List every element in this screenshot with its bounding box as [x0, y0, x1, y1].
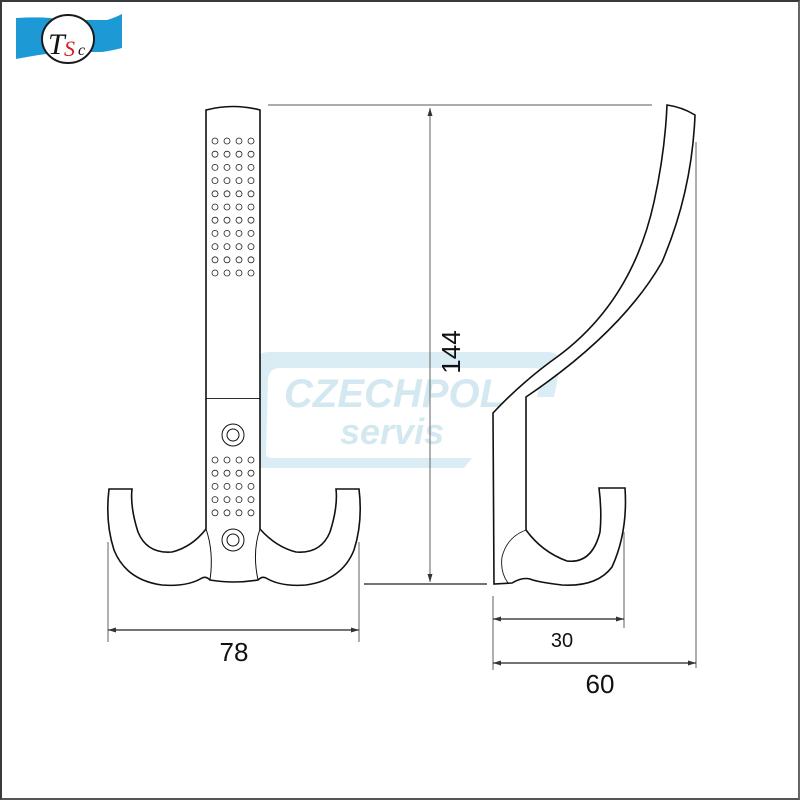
- side-base-curve: [501, 529, 527, 584]
- grip-dot: [247, 482, 255, 490]
- grip-dot: [211, 482, 219, 490]
- grip-dot: [223, 509, 231, 517]
- grip-dots-lower: [211, 456, 255, 517]
- grip-dot: [235, 216, 243, 224]
- grip-dot: [223, 150, 231, 158]
- grip-dot: [223, 496, 231, 504]
- grip-dot: [247, 203, 255, 211]
- dim-144-label: 144: [436, 330, 466, 373]
- grip-dot: [211, 496, 219, 504]
- grip-dot: [247, 509, 255, 517]
- grip-dot: [223, 243, 231, 251]
- grip-dot: [211, 150, 219, 158]
- grip-dot: [247, 216, 255, 224]
- grip-dot: [235, 150, 243, 158]
- grip-dot: [211, 269, 219, 277]
- grip-dot: [223, 163, 231, 171]
- watermark-frame: [248, 352, 561, 468]
- grip-dot: [223, 216, 231, 224]
- grip-dot: [247, 496, 255, 504]
- grip-dot: [235, 482, 243, 490]
- front-shaft-upper: [205, 105, 261, 400]
- grip-dot: [247, 177, 255, 185]
- grip-dot: [211, 456, 219, 464]
- grip-dot: [211, 177, 219, 185]
- grip-dot: [211, 190, 219, 198]
- grip-dot: [235, 269, 243, 277]
- grip-dot: [211, 256, 219, 264]
- grip-dot: [247, 456, 255, 464]
- grip-dot: [211, 469, 219, 477]
- grip-dot: [235, 177, 243, 185]
- logo-letter-t: T: [48, 28, 67, 61]
- logo-ring: [41, 14, 95, 64]
- grip-dot: [235, 203, 243, 211]
- grip-dot: [235, 229, 243, 237]
- czechpol-watermark: CZECHPOL servis: [248, 352, 561, 468]
- grip-dot: [247, 229, 255, 237]
- logo-letter-c: c: [78, 42, 85, 59]
- grip-dot: [211, 216, 219, 224]
- grip-dot: [247, 137, 255, 145]
- dim-60-label: 60: [586, 669, 615, 699]
- grip-dot: [223, 190, 231, 198]
- grip-dots-upper: [211, 137, 255, 277]
- dim-30-label: 30: [551, 630, 573, 652]
- grip-dot: [211, 243, 219, 251]
- grip-dot: [235, 496, 243, 504]
- front-hook-arms: [107, 399, 361, 587]
- grip-dot: [235, 137, 243, 145]
- grip-dot: [235, 243, 243, 251]
- front-neck-right: [254, 528, 261, 581]
- grip-dot: [223, 456, 231, 464]
- grip-dot: [247, 150, 255, 158]
- grip-dot: [223, 469, 231, 477]
- grip-dot: [223, 269, 231, 277]
- grip-dot: [211, 509, 219, 517]
- grip-dot: [247, 469, 255, 477]
- grip-dot: [247, 256, 255, 264]
- screw-hole-upper: [221, 423, 245, 447]
- grip-dot: [235, 190, 243, 198]
- grip-dot: [223, 256, 231, 264]
- grip-dot: [247, 243, 255, 251]
- grip-dot: [247, 269, 255, 277]
- grip-dot: [247, 163, 255, 171]
- side-view: [492, 104, 696, 586]
- grip-dot: [223, 137, 231, 145]
- grip-dot: [211, 203, 219, 211]
- grip-dot: [211, 229, 219, 237]
- grip-dot: [235, 469, 243, 477]
- grip-dot: [223, 177, 231, 185]
- side-hook-body: [492, 104, 696, 586]
- front-view: [107, 105, 361, 587]
- grip-dot: [223, 229, 231, 237]
- grip-dot: [223, 482, 231, 490]
- dim-78-label: 78: [220, 637, 249, 667]
- dimension-lines: [107, 104, 697, 670]
- watermark-line2: servis: [340, 411, 444, 452]
- logo-letter-s: S: [64, 36, 75, 61]
- grip-dot: [235, 256, 243, 264]
- grip-dot: [223, 203, 231, 211]
- front-neck-left: [205, 528, 212, 581]
- tsc-logo: T S c: [16, 14, 122, 64]
- screw-hole-lower: [221, 528, 245, 552]
- grip-dot: [211, 163, 219, 171]
- grip-dot: [235, 456, 243, 464]
- grip-dot: [235, 163, 243, 171]
- grip-dot: [211, 137, 219, 145]
- grip-dot: [235, 509, 243, 517]
- watermark-line1: CZECHPOL: [284, 372, 504, 416]
- grip-dot: [247, 190, 255, 198]
